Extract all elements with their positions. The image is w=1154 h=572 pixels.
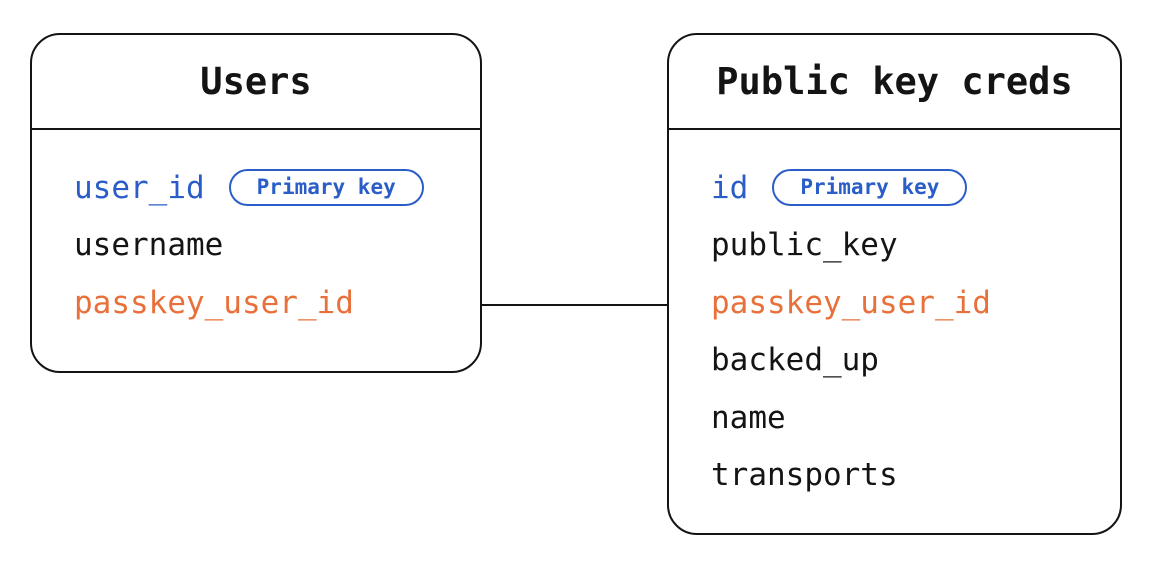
field-name: passkey_user_id xyxy=(711,284,991,321)
field-row: transports xyxy=(711,447,1110,505)
field-row: name xyxy=(711,389,1110,447)
table-title-users: Users xyxy=(32,35,480,130)
field-name: backed_up xyxy=(711,342,879,379)
field-name: public_key xyxy=(711,227,898,264)
field-name: id xyxy=(711,169,749,206)
field-name: transports xyxy=(711,457,898,494)
field-row: passkey_user_id xyxy=(711,274,1110,332)
field-name: passkey_user_id xyxy=(74,284,354,321)
field-name: name xyxy=(711,399,786,436)
field-row: public_key xyxy=(711,217,1110,275)
field-row: id Primary key xyxy=(711,159,1110,217)
field-row: username xyxy=(74,217,470,275)
field-row: user_id Primary key xyxy=(74,159,470,217)
field-name: username xyxy=(74,227,224,264)
table-node-public-key-creds: Public key creds id Primary key public_key… xyxy=(667,33,1122,535)
primary-key-badge: Primary key xyxy=(772,169,968,207)
field-name: user_id xyxy=(74,169,205,206)
field-row: passkey_user_id xyxy=(74,274,470,332)
field-row: backed_up xyxy=(711,332,1110,390)
relationship-connector xyxy=(481,304,667,306)
table-title-public-key-creds: Public key creds xyxy=(669,35,1120,130)
primary-key-badge: Primary key xyxy=(228,169,424,207)
